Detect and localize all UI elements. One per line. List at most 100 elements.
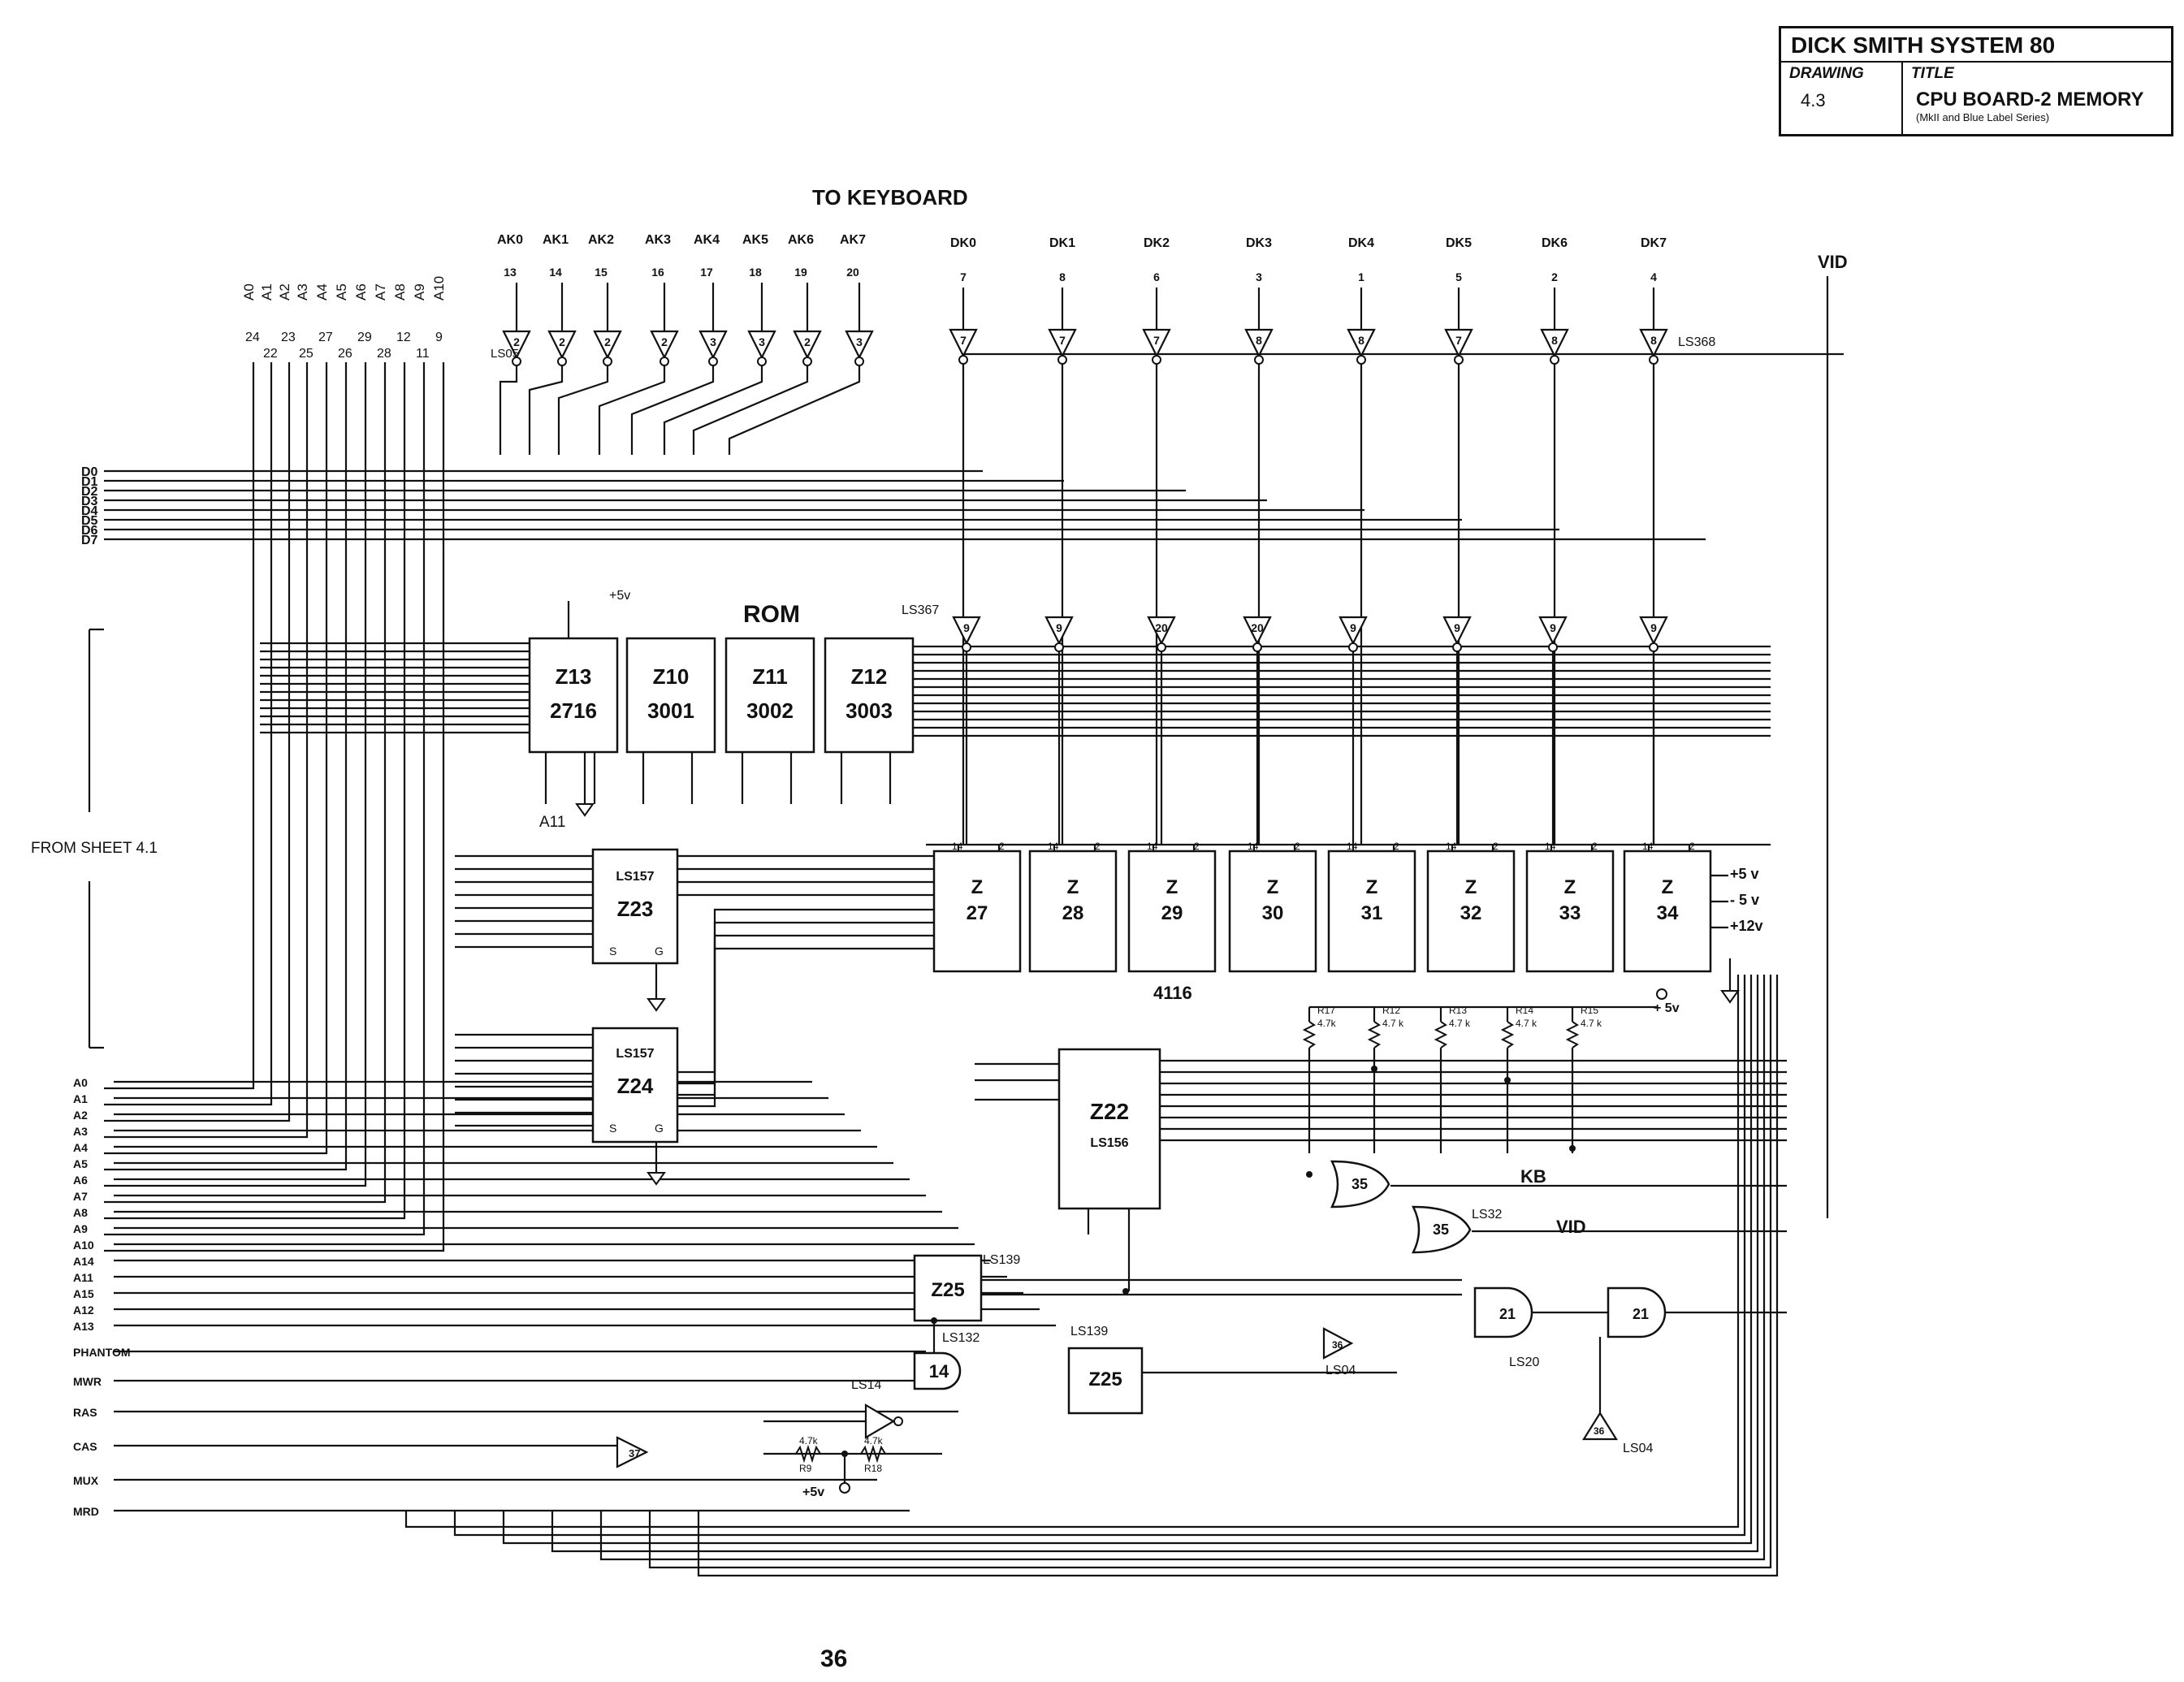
ak-label-AK2: AK2 [588,233,614,247]
ls05-inverter-AK3-bubble [660,357,669,366]
addr-top-A1: A1 [259,283,275,301]
ram-pin-label2-30: 2 [1295,841,1300,852]
ram-pin-label2-33: 2 [1592,841,1598,852]
ls20-label: LS20 [1509,1356,1539,1369]
ram-pin-label14-29: 14 [1147,841,1158,852]
res-name-R18: R18 [864,1463,882,1474]
ram-id-32: 32 [1460,902,1482,924]
ak-label-AK7: AK7 [840,233,866,247]
ground-symbol-z24 [647,1172,666,1186]
dk-label-DK1: DK1 [1049,236,1075,250]
addr-top-A6: A6 [353,283,369,301]
left-signal-A1: A1 [73,1092,88,1105]
ls139a-label: LS139 [983,1253,1020,1267]
ls04a-label: LS04 [1326,1364,1356,1377]
mux-pin-s2: S [609,1122,616,1135]
decoder-chip-Z25b [1067,1347,1144,1415]
drawing-number: 4.3 [1801,90,1826,110]
gate-21a-id: 21 [1499,1306,1516,1322]
supply-label-1: - 5 v [1730,892,1759,908]
z25b-id: Z25 [1088,1369,1122,1390]
ls368-inverter-DK5-bubble [1454,355,1464,365]
ram-id-33: 33 [1559,902,1581,924]
vid-label: VID [1556,1217,1586,1237]
ls32-label: LS32 [1472,1208,1502,1222]
data-bus-label-D7: D7 [81,534,98,547]
addr-pin-A6: 29 [357,331,372,344]
ls368-inverter-DK3-num: 8 [1256,334,1262,347]
dk-pin-DK5: 5 [1455,270,1462,283]
supply-label-0: +5 v [1730,866,1759,882]
junction-dot [931,1317,937,1324]
dk-label-DK6: DK6 [1542,236,1568,250]
left-signal-A13: A13 [73,1320,94,1333]
left-signal-A4: A4 [73,1141,88,1154]
resistor-R15 [1565,1021,1580,1049]
mux-chip-Z23 [591,848,679,965]
mux-chip-Z24 [591,1027,679,1144]
ls139b-label: LS139 [1070,1325,1108,1338]
components: D0D1D2D3D4D5D6D7A024A122A223A325A427A526… [73,233,1763,1518]
ram-chip-Z33 [1525,850,1615,973]
ls368-inverter-DK6-bubble [1550,355,1559,365]
title-block: DICK SMITH SYSTEM 80 DRAWING 4.3 TITLE C… [1779,26,2173,136]
ram-chip-Z32 [1426,850,1516,973]
dk-pin-DK6: 2 [1551,270,1558,283]
decoder-chip-Z22 [1057,1048,1161,1210]
ram-id-31: 31 [1361,902,1383,924]
return-bus-6 [697,975,1779,1577]
addr-pin-A10: 9 [435,331,443,344]
ls05-inverter-AK3 [650,330,679,360]
mux-pin-s: S [609,945,616,958]
res-name-R17: R17 [1317,1005,1335,1016]
ls367-buffer-5 [1339,616,1368,646]
decoder-id: Z22 [1090,1099,1129,1124]
ls05-inverter-AK0-bubble [512,357,521,366]
ls368-inverter-DK1 [1048,328,1077,358]
title-cell: TITLE CPU BOARD-2 MEMORY (MkII and Blue … [1903,63,2171,134]
mux-out2 [677,921,934,1085]
data-bus-label-D5: D5 [81,514,98,528]
kb-label: KB [1520,1166,1546,1187]
ram-chip-Z28 [1028,850,1118,973]
ls367-buffer-2-bubble [1054,642,1064,652]
wires [88,276,1844,1577]
ak-bus-AK4 [630,365,715,455]
ls367-buffer-8-num: 9 [1650,621,1657,634]
junction-dot [1371,1066,1377,1072]
mux-id-Z23: Z23 [617,897,654,921]
addr-pin-A5: 26 [338,347,352,361]
ram-pin-label14-30: 14 [1248,841,1259,852]
plus5v-terminal-bottom [839,1482,850,1494]
addr-line-A10 [104,362,445,1252]
res-name-R14: R14 [1516,1005,1533,1016]
rom-part-Z13: 2716 [550,698,597,723]
ak-label-AK3: AK3 [645,233,671,247]
ram-pin-label2-34: 2 [1689,841,1695,852]
ls368-inverter-DK5-num: 7 [1455,334,1462,347]
drawing-title: CPU BOARD-2 MEMORY [1916,89,2144,110]
z25a-id: Z25 [931,1279,964,1301]
ls367-buffer-1-bubble [962,642,971,652]
left-signal-PHANTOM: PHANTOM [73,1346,131,1359]
ls368-inverter-DK2-num: 7 [1153,334,1160,347]
addr-top-A0: A0 [241,283,257,301]
ls05-inverter-AK7 [845,330,874,360]
res-val-R15: 4.7 k [1581,1018,1602,1029]
addr-top-A4: A4 [314,283,330,301]
dk-label-DK7: DK7 [1641,236,1667,250]
data-bus-label-D0: D0 [81,465,98,479]
ls368-inverter-DK5 [1444,328,1473,358]
ram-pin-label14-33: 14 [1545,841,1556,852]
mux-pin-g2: G [655,1122,664,1135]
ram-prefix-33: Z [1564,876,1576,898]
ak-pin-AK7: 20 [846,266,859,279]
addr-line-A1 [104,362,273,1106]
return-bus-3 [551,975,1759,1553]
junction-dot [1306,1171,1313,1178]
ls132-label: LS132 [942,1331,980,1345]
ground-symbol-z23 [647,998,666,1012]
ak-bus-AK2 [557,365,609,455]
addr-line-A4 [104,362,328,1155]
rom-chip-Z13 [528,637,619,754]
